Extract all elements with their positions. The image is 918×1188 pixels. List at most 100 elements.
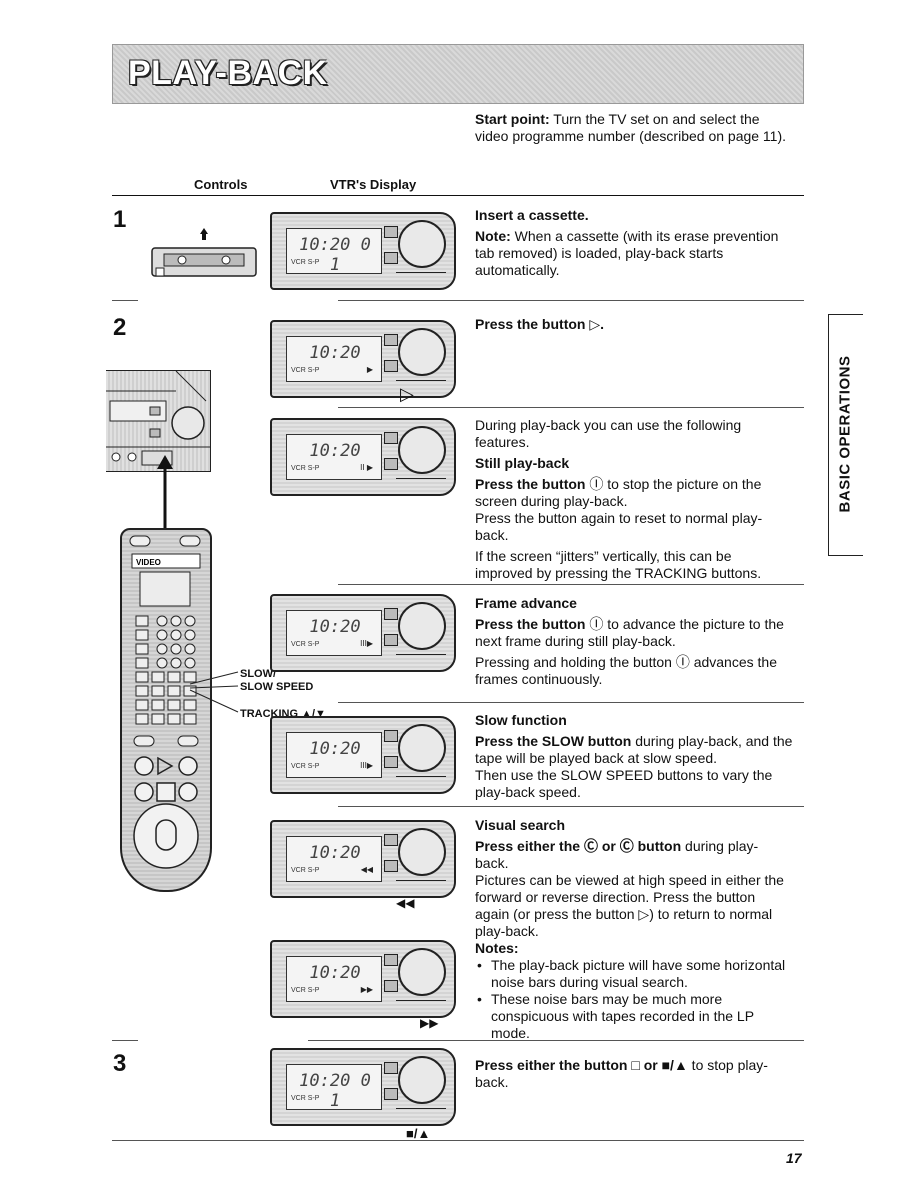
visual-line-6: play-back.: [475, 923, 539, 939]
up-arrow-icon: [157, 455, 173, 535]
visual-line-3: Pictures can be viewed at high speed in …: [475, 872, 784, 888]
visual-line-2: back.: [475, 855, 509, 871]
page-title: PLAY-BACK: [128, 54, 328, 92]
visual-line-4: forward or reverse direction. Press the …: [475, 889, 756, 905]
page-number: 17: [786, 1150, 802, 1166]
bullet-icon: •: [477, 991, 482, 1007]
display-mode: ▶: [366, 365, 373, 374]
slow-label-2: SLOW SPEED: [240, 681, 314, 693]
controls-column-header: Controls: [194, 177, 248, 192]
display-time: 10:20: [309, 963, 361, 983]
note-item-2: • These noise bars may be much more cons…: [475, 991, 805, 1042]
visual-line-5: again (or press the button ▷) to return …: [475, 906, 773, 922]
display-mode: III▶: [360, 639, 373, 648]
note-1-line-2: noise bars during visual search.: [491, 974, 688, 990]
still-line-3: Press the button again to reset to norma…: [475, 510, 763, 526]
step-1-divider: [112, 300, 138, 301]
frame-line-3: Pressing and holding the button Ⓘ advanc…: [475, 654, 777, 670]
section-rule: [308, 1040, 804, 1041]
stop-line-2: back.: [475, 1074, 509, 1090]
still-intro-1: During play-back you can use the followi…: [475, 417, 742, 433]
note-line-2: tab removed) is loaded, play-back starts: [475, 245, 724, 261]
stop-line-1-rest: to stop play-: [687, 1057, 768, 1073]
visual-heading: Visual search: [475, 817, 566, 833]
operate-button: [129, 535, 151, 547]
display-mode: II ▶: [360, 463, 373, 472]
display-time: 10:20: [309, 617, 361, 637]
footer-rule: [112, 1140, 804, 1141]
section-rule: [338, 584, 804, 585]
slow-line-1-bold: Press the SLOW button: [475, 733, 632, 749]
select-button: [179, 535, 201, 547]
still-heading: Still play-back: [475, 455, 570, 471]
note-item-1: • The play-back picture will have some h…: [475, 957, 805, 991]
start-point-text-2: video programme number (described on pag…: [475, 128, 787, 144]
start-point: Start point: Turn the TV set on and sele…: [475, 111, 815, 145]
slow-line-4: play-back speed.: [475, 784, 581, 800]
note-2-line-2: conspicuous with tapes recorded in the L…: [491, 1008, 755, 1024]
title-banner: [112, 44, 804, 104]
frame-line-4: frames continuously.: [475, 671, 603, 687]
still-playback-section: During play-back you can use the followi…: [475, 417, 805, 582]
note-1-line-1: The play-back picture will have some hor…: [491, 957, 786, 973]
remote-control: VIDEO: [120, 528, 212, 892]
step-number-2: 2: [113, 314, 127, 341]
still-line-4: back.: [475, 527, 509, 543]
stop-line-1-bold: Press either the button □ or ■/▲: [475, 1057, 688, 1073]
stop-section: Press either the button □ or ■/▲ to stop…: [475, 1057, 805, 1091]
insert-cassette-section: Insert a cassette. Note: When a cassette…: [475, 207, 805, 279]
rewind-arrow-icon: ◀◀: [396, 896, 415, 910]
display-time: 10:20: [309, 739, 361, 759]
insert-heading: Insert a cassette.: [475, 207, 589, 223]
display-mode: III▶: [360, 761, 373, 770]
visual-line-1-rest: during play-: [681, 838, 759, 854]
section-rule: [338, 300, 804, 301]
remote-pointer-lines: [189, 671, 239, 713]
frame-line-2: next frame during still play-back.: [475, 633, 676, 649]
cassette-illustration: [151, 228, 257, 277]
slow-line-2: tape will be played back at slow speed.: [475, 750, 718, 766]
section-rule: [338, 806, 804, 807]
slow-heading: Slow function: [475, 712, 567, 728]
step-2-divider: [112, 1040, 138, 1041]
still-line-2: screen during play-back.: [475, 493, 628, 509]
section-rule: [338, 407, 804, 408]
section-rule: [338, 702, 804, 703]
notes-heading: Notes:: [475, 940, 519, 956]
slow-label-1: SLOW/: [240, 668, 277, 680]
slow-line-3: Then use the SLOW SPEED buttons to vary …: [475, 767, 773, 783]
slow-label: SLOW/ SLOW SPEED: [240, 668, 313, 694]
start-point-label: Start point:: [475, 111, 550, 127]
start-point-text-1: Turn the TV set on and select the: [549, 111, 760, 127]
still-intro-2: features.: [475, 434, 530, 450]
note-line-3: automatically.: [475, 262, 560, 278]
fast-forward-arrow-icon: ▶▶: [420, 1016, 439, 1030]
display-time: 10:20: [309, 343, 361, 363]
still-line-6: improved by pressing the TRACKING button…: [475, 565, 762, 581]
still-line-5: If the screen “jitters” vertically, this…: [475, 548, 732, 564]
note-2-line-3: mode.: [491, 1025, 530, 1041]
note-2-line-1: These noise bars may be much more: [491, 991, 723, 1007]
frame-heading: Frame advance: [475, 595, 577, 611]
frame-advance-section: Frame advance Press the button Ⓘ to adva…: [475, 595, 805, 688]
vcr-illustration: [106, 370, 211, 472]
slow-line-1-rest: during play-back, and the: [631, 733, 793, 749]
display-time: 10:20: [309, 843, 361, 863]
visual-line-1-bold: Press either the Ⓒ or Ⓒ button: [475, 838, 682, 854]
display-mode: ▶▶: [360, 985, 373, 994]
note-label: Note:: [475, 228, 511, 244]
svg-text:VIDEO: VIDEO: [136, 558, 161, 567]
still-line-1-rest: Ⓘ to stop the picture on the: [585, 476, 762, 492]
visual-search-section: Visual search Press either the Ⓒ or Ⓒ bu…: [475, 817, 805, 1042]
display-column-header: VTR's Display: [330, 177, 417, 192]
note-line-1: When a cassette (with its erase preventi…: [510, 228, 779, 244]
play-arrow-icon: ▷: [400, 384, 414, 404]
